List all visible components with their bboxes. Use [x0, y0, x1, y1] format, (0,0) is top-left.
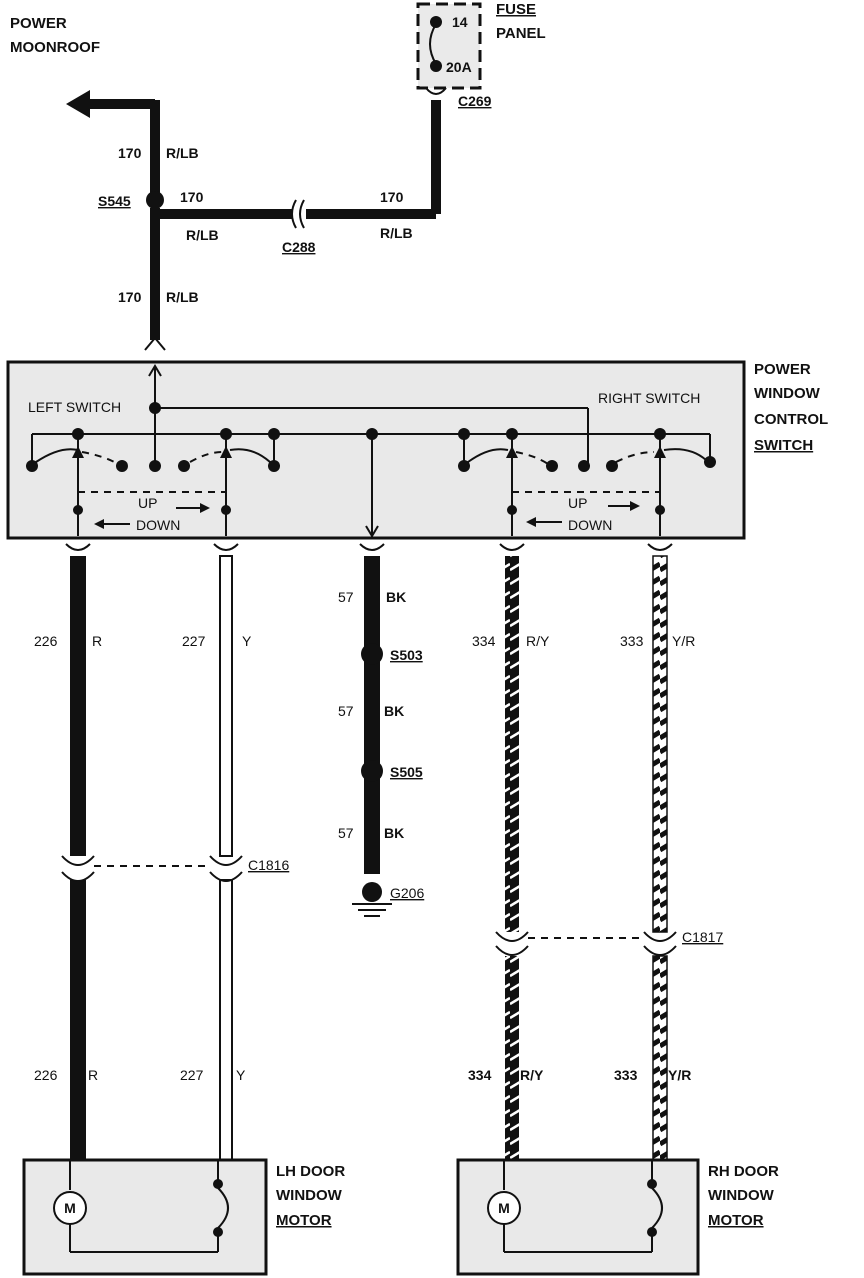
left-up-label: UP — [138, 495, 157, 511]
splice-s545-label: S545 — [98, 193, 131, 209]
fuse-panel-label-2: PANEL — [496, 25, 546, 42]
upper-circuit-number: 170 — [118, 145, 142, 161]
rh-motor-symbol: M — [498, 1200, 510, 1216]
power-moonroof-label-2: MOONROOF — [10, 39, 100, 56]
fuse-rating: 20A — [446, 59, 472, 75]
connector-c1816 — [61, 855, 243, 882]
wire-57-bk — [352, 556, 392, 917]
moonroof-feed-wire — [66, 90, 160, 195]
wire-333-lower-color: Y/R — [668, 1067, 691, 1083]
wire-226-upper-circuit: 226 — [34, 633, 58, 649]
ground-g206-point — [362, 882, 382, 902]
ground-g206-label: G206 — [390, 885, 424, 901]
wire-333-lower-circuit: 333 — [614, 1067, 638, 1083]
wire-227-lower-circuit: 227 — [180, 1067, 204, 1083]
splice-s505 — [361, 760, 383, 782]
splice-s505-label: S505 — [390, 764, 423, 780]
connector-c288 — [291, 199, 305, 229]
rh-motor-label-3: MOTOR — [708, 1212, 764, 1229]
wire-227-y — [219, 555, 233, 1161]
lh-motor-label-1: LH DOOR — [276, 1163, 345, 1180]
lower-circuit-color: R/LB — [166, 289, 199, 305]
h2-circuit-number: 170 — [380, 189, 404, 205]
upper-circuit-color: R/LB — [166, 145, 199, 161]
ground-seg-3-color: BK — [384, 825, 404, 841]
wire-227-upper-circuit: 227 — [182, 633, 206, 649]
wire-227-lower-color: Y — [236, 1067, 246, 1083]
fuse-number: 14 — [452, 14, 468, 30]
connector-c288-label: C288 — [282, 239, 316, 255]
rh-motor-label-2: WINDOW — [708, 1187, 775, 1204]
connector-c1816-label: C1816 — [248, 857, 289, 873]
lh-motor-symbol: M — [64, 1200, 76, 1216]
fuse-panel-label-1: FUSE — [496, 1, 536, 18]
wire-226-lower-circuit: 226 — [34, 1067, 58, 1083]
h1-circuit-color: R/LB — [186, 227, 219, 243]
feed-wire-horizontal — [155, 100, 441, 219]
wire-333-upper-circuit: 333 — [620, 633, 644, 649]
h2-circuit-color: R/LB — [380, 225, 413, 241]
connector-c269-label: C269 — [458, 93, 492, 109]
ground-seg-3-circuit: 57 — [338, 825, 354, 841]
ground-seg-2-color: BK — [384, 703, 404, 719]
lh-motor-label-3: MOTOR — [276, 1212, 332, 1229]
left-switch-label: LEFT SWITCH — [28, 399, 121, 415]
ground-seg-1-color: BK — [386, 589, 406, 605]
splice-s503 — [361, 643, 383, 665]
right-down-label: DOWN — [568, 517, 612, 533]
h1-circuit-number: 170 — [180, 189, 204, 205]
wire-333-upper-color: Y/R — [672, 633, 695, 649]
right-up-label: UP — [568, 495, 587, 511]
switch-output-connectors — [65, 543, 673, 551]
wire-226-lower-color: R — [88, 1067, 98, 1083]
ground-seg-1-circuit: 57 — [338, 589, 354, 605]
wire-334-upper-color: R/Y — [526, 633, 550, 649]
power-window-control-switch — [6, 360, 746, 540]
left-down-label: DOWN — [136, 517, 180, 533]
splice-s545 — [146, 191, 164, 209]
right-switch-label: RIGHT SWITCH — [598, 390, 700, 406]
wire-333-yr — [652, 555, 668, 1167]
fuse-panel — [416, 2, 482, 95]
control-switch-title-4: SWITCH — [754, 437, 813, 454]
control-switch-title-3: CONTROL — [754, 411, 828, 428]
wire-334-lower-color: R/Y — [520, 1067, 544, 1083]
wire-227-upper-color: Y — [242, 633, 252, 649]
connector-c1817 — [495, 931, 677, 956]
wire-226-upper-color: R — [92, 633, 102, 649]
control-switch-title-2: WINDOW — [754, 385, 821, 402]
wire-334-upper-circuit: 334 — [472, 633, 496, 649]
splice-s503-label: S503 — [390, 647, 423, 663]
lower-circuit-number: 170 — [118, 289, 142, 305]
lh-motor-circuit — [53, 1160, 229, 1253]
rh-motor-circuit — [487, 1160, 663, 1253]
ground-seg-2-circuit: 57 — [338, 703, 354, 719]
connector-c1817-label: C1817 — [682, 929, 723, 945]
control-switch-title-1: POWER — [754, 361, 811, 378]
rh-motor-label-1: RH DOOR — [708, 1163, 779, 1180]
arrow-left-icon — [66, 90, 90, 118]
wire-334-lower-circuit: 334 — [468, 1067, 492, 1083]
wire-334-ry — [505, 556, 519, 1166]
wire-226-r — [70, 556, 86, 1160]
switch-internals — [26, 364, 716, 538]
lh-motor-label-2: WINDOW — [276, 1187, 343, 1204]
power-moonroof-label-1: POWER — [10, 15, 67, 32]
connector-switch-feed — [144, 336, 166, 351]
